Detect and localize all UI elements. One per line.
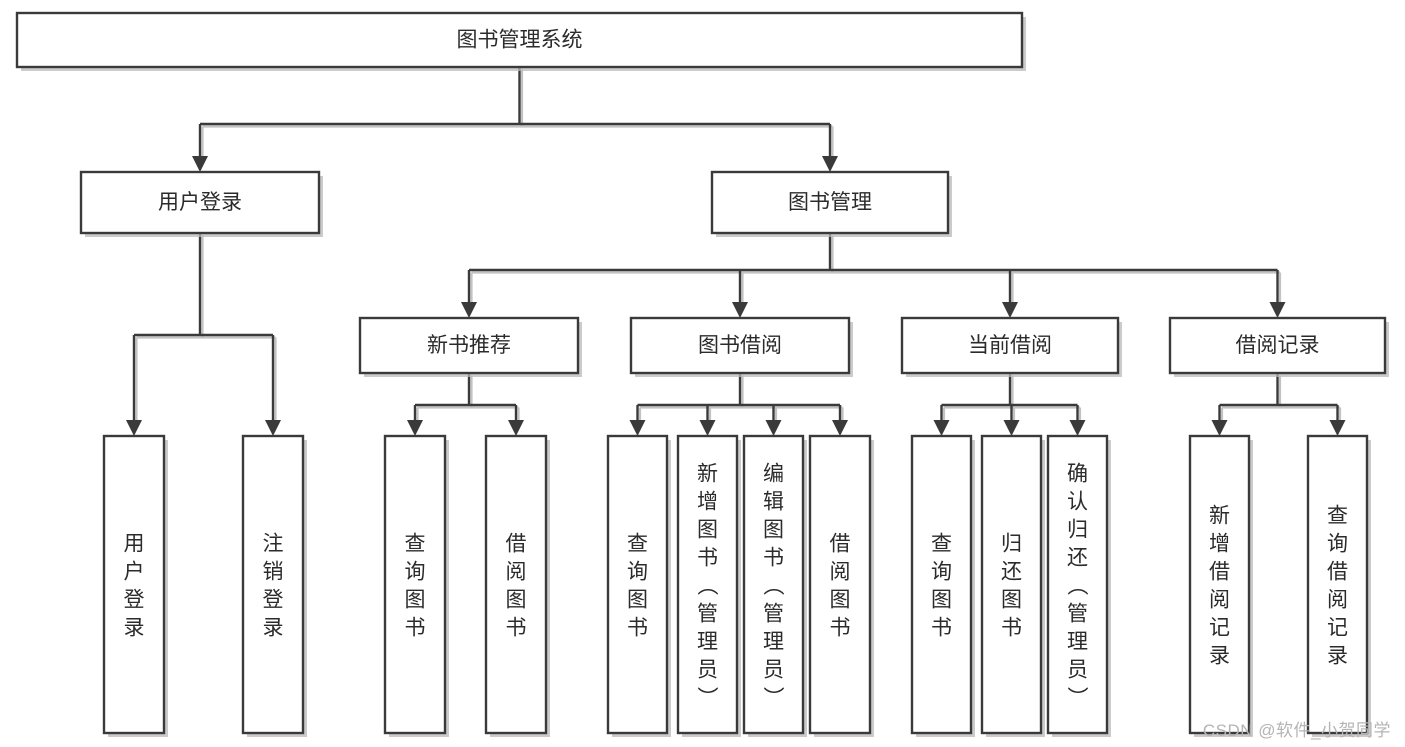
node-leaf-rec-query[interactable] (383, 434, 447, 735)
node-new-book-rec[interactable] (358, 316, 580, 375)
arrow-head-icon (192, 156, 208, 172)
node-book-manage-label: 图书管理 (788, 191, 872, 214)
node-new-book-rec-label: 新书推荐 (427, 334, 511, 357)
arrow-head-icon (629, 420, 646, 436)
csdn-watermark: CSDN @软件_小贺同学 (1202, 721, 1391, 740)
node-leaf-borrow-add[interactable] (676, 434, 739, 735)
node-leaf-borrow-lend-label: 借阅图书 (830, 532, 851, 639)
node-leaf-cur-confirm[interactable] (1046, 434, 1109, 735)
node-leaf-cur-query[interactable] (910, 434, 973, 735)
arrow-head-icon (765, 420, 782, 436)
node-book-borrow-label: 图书借阅 (698, 334, 782, 357)
arrow-head-icon (1269, 302, 1286, 318)
node-leaf-rec-borrow-label: 借阅图书 (506, 532, 527, 639)
node-leaf-borrow-query-label: 查询图书 (627, 532, 648, 639)
arrow-head-icon (699, 420, 716, 436)
node-root-label: 图书管理系统 (457, 29, 583, 52)
node-leaf-borrow-query[interactable] (606, 434, 669, 735)
arrow-head-icon (265, 420, 281, 436)
node-user-login-label: 用户登录 (158, 191, 242, 214)
arrow-head-icon (461, 302, 477, 318)
node-borrow-record[interactable] (1168, 316, 1387, 375)
arrow-head-icon (1003, 420, 1020, 436)
node-leaf-rec-query2-label: 查询借阅记录 (1327, 504, 1348, 667)
node-leaf-cur-confirm-label: 确认归还（管理员） (1067, 462, 1089, 709)
node-leaf-rec-add[interactable] (1188, 434, 1251, 735)
node-leaf-rec-query2[interactable] (1306, 434, 1369, 735)
connectors-layer (126, 67, 1346, 436)
node-borrow-record-label: 借阅记录 (1236, 334, 1320, 357)
node-leaf-user-login-label: 用户登录 (124, 532, 145, 639)
node-leaf-borrow-edit[interactable] (742, 434, 805, 735)
arrow-head-icon (407, 420, 423, 436)
node-leaf-cur-return-label: 归还图书 (1001, 532, 1022, 639)
arrow-head-icon (933, 420, 950, 436)
arrow-head-icon (1069, 420, 1086, 436)
node-leaf-user-logout[interactable] (241, 434, 305, 735)
node-leaf-user-login[interactable] (102, 434, 166, 735)
node-leaf-user-logout-label: 注销登录 (263, 532, 284, 639)
arrow-head-icon (508, 420, 524, 436)
node-leaf-cur-return[interactable] (980, 434, 1043, 735)
node-leaf-rec-add-label: 新增借阅记录 (1209, 504, 1230, 667)
node-book-borrow[interactable] (629, 316, 851, 375)
node-root[interactable] (15, 11, 1024, 69)
node-leaf-rec-query-label: 查询图书 (405, 532, 426, 639)
node-leaf-cur-query-label: 查询图书 (931, 532, 952, 639)
arrow-head-icon (126, 420, 142, 436)
node-leaf-borrow-edit-label: 编辑图书（管理员） (763, 462, 785, 709)
arrow-head-icon (1329, 420, 1346, 436)
node-leaf-rec-borrow[interactable] (484, 434, 548, 735)
node-user-login[interactable] (79, 170, 321, 235)
boxes-layer: 图书管理系统用户登录图书管理新书推荐图书借阅当前借阅借阅记录用户登录注销登录查询… (15, 11, 1389, 737)
node-leaf-borrow-lend[interactable] (808, 434, 872, 735)
arrow-head-icon (1211, 420, 1228, 436)
node-book-manage[interactable] (710, 170, 950, 235)
arrow-head-icon (1002, 302, 1018, 318)
arrow-head-icon (732, 302, 748, 318)
arrow-head-icon (822, 156, 838, 172)
node-current-borrow[interactable] (900, 316, 1120, 375)
arrow-head-icon (832, 420, 848, 436)
node-current-borrow-label: 当前借阅 (968, 334, 1052, 357)
node-leaf-borrow-add-label: 新增图书（管理员） (697, 462, 719, 709)
